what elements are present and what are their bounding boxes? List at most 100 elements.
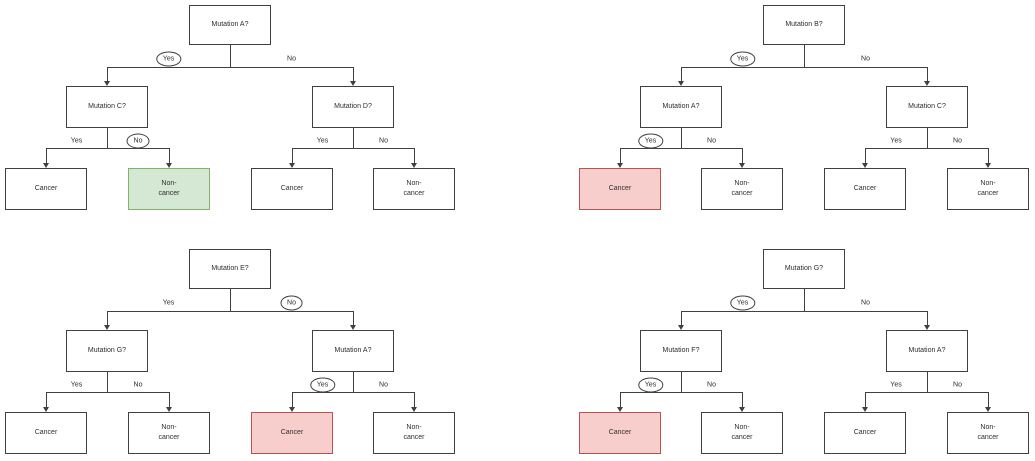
edge-arrow <box>350 311 356 330</box>
edge-label-text: No <box>861 299 870 307</box>
edge-arrow <box>862 148 868 168</box>
edge-label-text: Yes <box>70 137 83 145</box>
leaf-node-label: Cancer <box>853 185 877 193</box>
edge-arrow <box>678 67 684 86</box>
edge-label-text: No <box>953 381 962 389</box>
internal-node-label: Mutation F? <box>662 347 700 355</box>
edge-label: No <box>861 300 870 307</box>
internal-node-label: Mutation C? <box>88 103 126 111</box>
quadrant-top-left: Mutation A? Mutation C? Mutation D? Canc… <box>0 0 517 230</box>
leaf-node-label: Non-cancer <box>158 180 180 197</box>
leaf-node-label: Cancer <box>34 185 58 193</box>
edge-label-text: No <box>133 137 143 145</box>
edge-line <box>865 392 989 393</box>
decision-tree-top-left: Mutation A? Mutation C? Mutation D? Canc… <box>0 0 517 230</box>
edge-label-text: No <box>133 381 143 389</box>
edge-label: Yes <box>729 51 756 67</box>
leaf-node: Cancer <box>824 168 906 210</box>
edge-line <box>353 128 354 149</box>
edge-line <box>927 128 928 149</box>
edge-line <box>107 311 354 312</box>
edge-arrow <box>43 392 49 412</box>
decision-tree-bottom-left: Mutation E? Mutation G? Mutation A? Canc… <box>0 230 517 460</box>
edge-arrow <box>166 148 172 168</box>
leaf-node-label: Non-cancer <box>158 424 180 441</box>
internal-node: Mutation D? <box>312 86 394 128</box>
leaf-node-label: Non-cancer <box>731 424 753 441</box>
internal-node: Mutation A? <box>312 330 394 372</box>
edge-arrow <box>411 392 417 412</box>
decision-tree-bottom-right: Mutation G? Mutation F? Mutation A? Canc… <box>517 230 1034 460</box>
leaf-node-label: Non-cancer <box>403 180 425 197</box>
edge-label: Yes <box>71 382 82 389</box>
root-node: Mutation A? <box>189 5 271 45</box>
edge-label-text: Yes <box>890 137 902 145</box>
edge-line <box>681 67 928 68</box>
edge-label: No <box>379 138 388 145</box>
internal-node-label: Mutation A? <box>662 103 700 111</box>
edge-line <box>230 289 231 311</box>
root-node-label: Mutation E? <box>211 265 249 273</box>
edge-arrow <box>43 148 49 168</box>
internal-node: Mutation C? <box>66 86 148 128</box>
quadrant-top-right: Mutation B? Mutation A? Mutation C? Canc… <box>517 0 1034 230</box>
edge-label: No <box>953 138 962 145</box>
root-node-label: Mutation B? <box>785 21 823 29</box>
leaf-node-label: Cancer <box>608 185 632 193</box>
leaf-node-label: Cancer <box>280 185 304 193</box>
edge-label: No <box>134 382 143 389</box>
edge-arrow <box>862 392 868 412</box>
edge-label-text: No <box>707 381 716 389</box>
edge-line <box>292 392 415 393</box>
edge-label-text: No <box>953 137 962 145</box>
edge-arrow <box>617 392 623 412</box>
edge-line <box>681 128 682 149</box>
edge-arrow <box>411 148 417 168</box>
edge-label-text: No <box>861 55 870 63</box>
leaf-node: Cancer <box>824 412 906 454</box>
internal-node: Mutation G? <box>66 330 148 372</box>
edge-line <box>353 372 354 393</box>
leaf-node: Cancer <box>579 168 661 210</box>
internal-node-label: Mutation A? <box>334 347 372 355</box>
leaf-node-label: Cancer <box>280 429 304 437</box>
edge-line <box>620 148 743 149</box>
edge-label-text: Yes <box>162 299 175 307</box>
leaf-node: Non-cancer <box>373 168 455 210</box>
leaf-node-label: Non-cancer <box>977 424 999 441</box>
leaf-node: Cancer <box>251 412 333 454</box>
edge-label: Yes <box>890 382 901 389</box>
edge-line <box>804 45 805 67</box>
edge-line <box>681 311 928 312</box>
internal-node: Mutation F? <box>640 330 722 372</box>
internal-node-label: Mutation G? <box>87 347 127 355</box>
edge-arrow <box>739 392 745 412</box>
edge-label-text: Yes <box>644 137 657 145</box>
edge-arrow <box>924 67 930 86</box>
edge-line <box>107 372 108 393</box>
leaf-node-label: Non-cancer <box>731 180 753 197</box>
edge-label: No <box>280 295 303 311</box>
edge-label-text: Yes <box>644 381 657 389</box>
edge-line <box>927 372 928 393</box>
leaf-node: Non-cancer <box>947 412 1029 454</box>
edge-label-text: Yes <box>316 137 329 145</box>
quadrant-bottom-left: Mutation E? Mutation G? Mutation A? Canc… <box>0 230 517 460</box>
edge-line <box>865 148 989 149</box>
internal-node: Mutation A? <box>886 330 968 372</box>
root-node: Mutation G? <box>763 249 845 289</box>
leaf-node: Cancer <box>579 412 661 454</box>
edge-line <box>681 372 682 393</box>
edge-line <box>107 128 108 149</box>
leaf-node: Non-cancer <box>128 412 210 454</box>
edge-label: No <box>707 382 716 389</box>
edge-label-text: No <box>287 299 296 307</box>
edge-label: Yes <box>317 138 328 145</box>
edge-arrow <box>104 67 110 86</box>
edge-arrow <box>617 148 623 168</box>
edge-label-text: Yes <box>70 381 83 389</box>
edge-arrow <box>985 392 991 412</box>
edge-arrow <box>289 148 295 168</box>
edge-line <box>292 148 415 149</box>
